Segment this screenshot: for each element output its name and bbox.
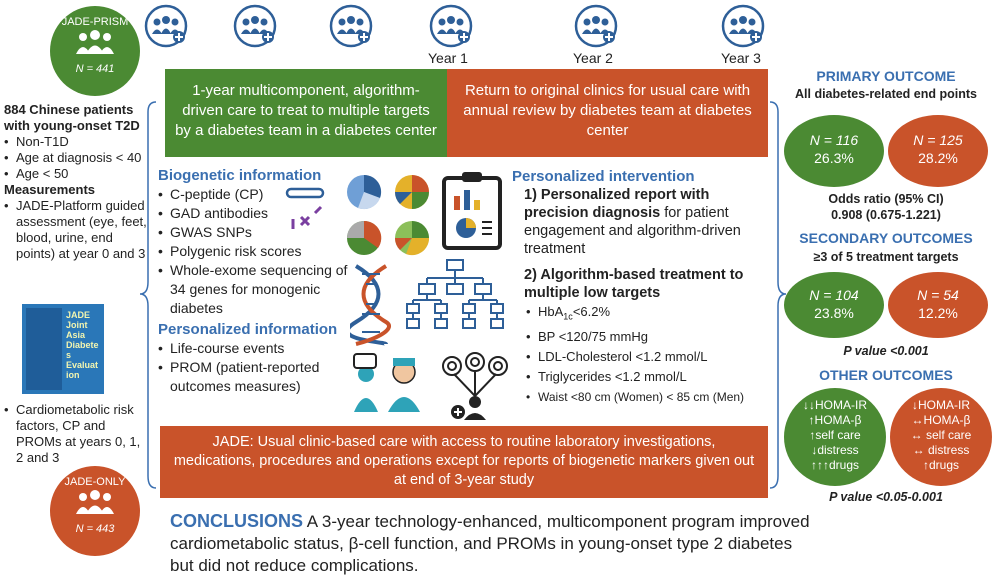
year-1-label: Year 1: [428, 50, 468, 66]
primary-prism-pct: 26.3%: [814, 150, 854, 166]
conclusions: CONCLUSIONS A 3-year technology-enhanced…: [170, 510, 820, 577]
other-outcomes-title: OTHER OUTCOMES: [819, 367, 953, 383]
intervention-section: Personalized intervention 1) Personalize…: [512, 168, 767, 407]
report-clipboard-icon: [442, 172, 502, 250]
primary-only-pct: 28.2%: [918, 150, 958, 166]
secondary-only-pct: 12.2%: [918, 305, 958, 321]
pie-chart-icons: [347, 174, 430, 256]
year1-care-banner: 1-year multicomponent, algorithm-driven …: [165, 69, 447, 157]
algorithm-heading: 2) Algorithm-based treatment to multiple…: [524, 267, 744, 301]
target-item: Waist <80 cm (Women) < 85 cm (Men): [526, 387, 767, 407]
primary-outcome-subtitle: All diabetes-related end points: [795, 87, 977, 101]
secondary-prism-result: N = 104 23.8%: [784, 272, 884, 338]
primary-prism-n: N = 116: [809, 132, 859, 148]
other-only-line: ↓HOMA-IR: [912, 398, 970, 412]
usual-care-banner: Return to original clinics for usual car…: [447, 69, 768, 157]
odds-ratio-value: 0.908 (0.675-1.221): [831, 208, 941, 222]
jade-prism-circle: JADE-PRISM N = 441: [50, 6, 140, 96]
other-p-value: P value <0.05-0.001: [829, 490, 943, 504]
personal-info-item: Life-course events: [158, 339, 358, 358]
risk-item: Cardiometabolic risk factors, CP and PRO…: [4, 402, 146, 466]
jade-logo-text: JADE Joint Asia Diabetes Evaluation: [66, 310, 99, 380]
criteria-item: Non-T1D: [4, 134, 150, 150]
intervention-title: Personalized intervention: [512, 168, 695, 185]
jade-only-n: N = 443: [75, 523, 115, 535]
other-only-line: ↑drugs: [922, 458, 960, 472]
other-prism-line: ↓distress: [811, 443, 859, 457]
other-only-result: ↓HOMA-IR ↔HOMA-β ↔ self care ↔ distress …: [890, 388, 992, 486]
report-heading: 1) Personalized report with precision di…: [524, 187, 710, 221]
jade-only-label: JADE-ONLY: [64, 476, 126, 488]
other-prism-line: ↑self care: [809, 428, 861, 442]
other-prism-line: ↑↑↑drugs: [810, 458, 860, 472]
secondary-only-n: N = 54: [917, 287, 959, 303]
biogenetic-item: Whole-exome sequencing of 34 genes for m…: [158, 261, 358, 318]
jade-logo: JADE Joint Asia Diabetes Evaluation: [22, 304, 104, 394]
patient-group-icons: [144, 4, 765, 48]
right-brace: [769, 101, 786, 489]
conclusions-label: CONCLUSIONS: [170, 511, 304, 531]
biogenetic-item: GAD antibodies: [158, 204, 358, 223]
primary-prism-result: N = 116 26.3%: [784, 115, 884, 187]
antibody-icon: [291, 205, 323, 229]
primary-only-result: N = 125 28.2%: [888, 115, 988, 187]
criteria-item: Age at diagnosis < 40: [4, 150, 150, 166]
left-panel: 884 Chinese patients with young-onset T2…: [4, 102, 150, 262]
decision-tree-icon: [406, 259, 504, 329]
year-2-label: Year 2: [573, 50, 613, 66]
secondary-outcome-title: SECONDARY OUTCOMES: [799, 230, 973, 246]
jade-only-circle: JADE-ONLY N = 443: [50, 466, 140, 556]
targets-icon: [442, 352, 508, 420]
personal-info-item: PROM (patient-reported outcomes measures…: [158, 358, 358, 396]
measurement-item: JADE-Platform guided assessment (eye, fe…: [4, 198, 150, 262]
biogenetic-title: Biogenetic information: [158, 167, 322, 184]
other-only-line: ↔ self care: [910, 428, 972, 442]
conclusions-text: A 3-year technology-enhanced, multicompo…: [170, 512, 810, 575]
criteria-item: Age < 50: [4, 166, 150, 182]
target-item: LDL-Cholesterol <1.2 mmol/L: [526, 347, 767, 367]
biogenetic-item: Polygenic risk scores: [158, 242, 358, 261]
report-desc: for patient engagement and algorithm-dri…: [524, 205, 741, 257]
criteria-list: Non-T1D Age at diagnosis < 40 Age < 50: [4, 134, 150, 182]
year-3-label: Year 3: [721, 50, 761, 66]
other-only-line: ↔ distress: [912, 443, 970, 457]
people-icon: [76, 490, 114, 514]
personal-info-title: Personalized information: [158, 321, 338, 338]
primary-only-n: N = 125: [913, 132, 963, 148]
biogenetic-section: Biogenetic information C-peptide (CP) GA…: [158, 166, 358, 396]
secondary-prism-n: N = 104: [809, 287, 859, 303]
jade-prism-n: N = 441: [75, 63, 115, 75]
target-item: BP <120/75 mmHg: [526, 327, 767, 347]
jade-prism-label: JADE-PRISM: [61, 16, 129, 28]
primary-outcome-title: PRIMARY OUTCOME: [816, 68, 956, 84]
secondary-prism-pct: 23.8%: [814, 305, 854, 321]
target-item: HbA1c<6.2%: [526, 302, 767, 327]
risk-block: Cardiometabolic risk factors, CP and PRO…: [4, 402, 146, 466]
capsule-icon: [285, 187, 325, 199]
other-only-line: ↔HOMA-β: [911, 413, 971, 427]
biogenetic-item: GWAS SNPs: [158, 223, 358, 242]
dna-icon: [350, 264, 391, 346]
biomarker-icons: [285, 187, 325, 229]
biogenetic-item: C-peptide (CP): [158, 185, 358, 204]
odds-ratio-label: Odds ratio (95% CI): [828, 192, 944, 206]
people-icon: [76, 30, 114, 54]
other-prism-result: ↓↓HOMA-IR ↑HOMA-β ↑self care ↓distress ↑…: [784, 388, 886, 486]
target-item: Triglycerides <1.2 mmol/L: [526, 367, 767, 387]
secondary-p-value: P value <0.001: [843, 344, 929, 358]
other-prism-line: ↓↓HOMA-IR: [803, 398, 867, 412]
secondary-outcome-subtitle: ≥3 of 5 treatment targets: [813, 250, 959, 264]
left-brace: [140, 101, 157, 489]
patient-nurse-icon: [353, 353, 420, 412]
other-prism-line: ↑HOMA-β: [808, 413, 862, 427]
secondary-only-result: N = 54 12.2%: [888, 272, 988, 338]
cohort-title: 884 Chinese patients with young-onset T2…: [4, 102, 140, 133]
jade-usual-care-bar: JADE: Usual clinic-based care with acces…: [160, 426, 768, 498]
measurements-title: Measurements: [4, 182, 96, 197]
